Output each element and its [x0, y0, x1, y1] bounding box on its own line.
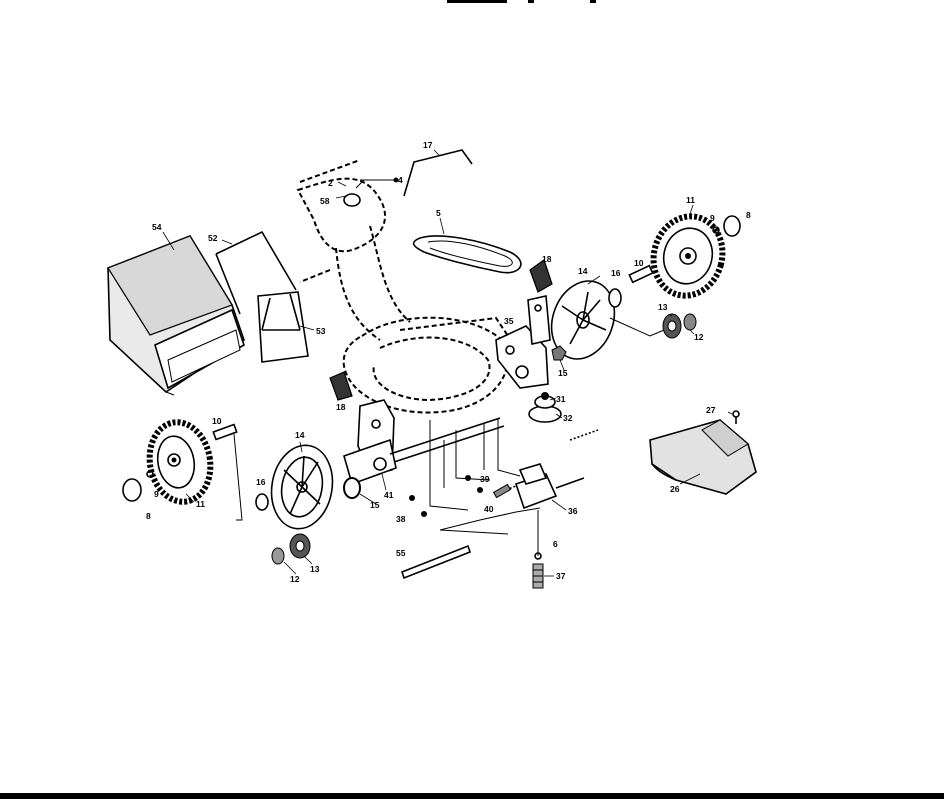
callout-8-left: 8	[146, 511, 151, 521]
washer-right	[608, 288, 622, 308]
pinion-gear-left	[271, 533, 311, 565]
callout-15-left: 15	[370, 500, 380, 510]
drive-grip-left	[329, 371, 353, 401]
callout-5: 5	[436, 208, 441, 218]
callout-55: 55	[396, 548, 406, 558]
callout-37: 37	[556, 571, 566, 581]
bag-handle	[215, 230, 297, 315]
callout-10-left: 10	[212, 416, 222, 426]
callout-41: 41	[384, 490, 394, 500]
callout-18-right: 18	[542, 254, 552, 264]
bottom-rule	[0, 793, 944, 799]
bag-frame	[257, 291, 309, 363]
callout-36: 36	[568, 506, 578, 516]
callout-26: 26	[670, 484, 680, 494]
control-lever	[343, 177, 399, 207]
rear-wheel-left	[146, 419, 214, 505]
top-edge-marks	[447, 0, 596, 3]
rear-wheel-right	[650, 213, 726, 299]
callout-9-left: 9	[154, 489, 159, 499]
callout-15-right: 15	[558, 368, 568, 378]
callout-52: 52	[208, 233, 218, 243]
callout-18-left: 18	[336, 402, 346, 412]
hub-cap-right	[723, 215, 741, 237]
callout-8-right: 8	[746, 210, 751, 220]
grass-catcher-bag	[107, 235, 245, 396]
callout-38: 38	[396, 514, 406, 524]
height-adjust-bolt	[532, 552, 544, 589]
rear-deflector	[649, 410, 757, 495]
callout-6: 6	[553, 539, 558, 549]
callout-labels: 17 2 4 58 5 54 52 53 18 11 9 8 14 16 10 …	[146, 140, 751, 584]
callout-14-left: 14	[295, 430, 305, 440]
hub-cap-ring-left	[146, 470, 154, 478]
hex-nut-right	[551, 345, 567, 361]
callout-13-left: 13	[310, 564, 320, 574]
small-hardware	[409, 475, 512, 517]
callout-16-right: 16	[611, 268, 621, 278]
callout-4: 4	[398, 175, 403, 185]
callout-54: 54	[152, 222, 162, 232]
mower-deck-outline	[296, 159, 509, 414]
callout-13-right: 13	[658, 302, 668, 312]
hub-cap-ring-right	[712, 226, 720, 234]
callout-16-left: 16	[256, 477, 266, 487]
callout-2: 2	[328, 178, 333, 188]
callout-58: 58	[320, 196, 330, 206]
pinion-gear-right	[609, 313, 697, 339]
callout-53: 53	[316, 326, 326, 336]
callout-35: 35	[504, 316, 514, 326]
callout-11-right: 11	[686, 195, 695, 205]
callout-12-left: 12	[290, 574, 300, 584]
callout-14-right: 14	[578, 266, 588, 276]
callout-31: 31	[556, 394, 566, 404]
leader-lines	[162, 149, 733, 577]
axle-bolt-left-leader	[233, 433, 243, 521]
callout-10-right: 10	[634, 258, 644, 268]
left-axle-bracket	[343, 399, 505, 486]
linkage-lines	[429, 418, 541, 556]
transmission-assembly	[505, 392, 599, 510]
axle-rod	[401, 544, 471, 580]
axle-bolt-right	[628, 264, 654, 284]
callout-12-right: 12	[694, 332, 704, 342]
hex-nut-left	[343, 477, 361, 499]
hub-cap-left	[122, 478, 142, 502]
transmission-bracket	[495, 295, 551, 389]
callout-11-left: 11	[196, 499, 205, 509]
callout-9-right: 9	[710, 213, 715, 223]
callout-40: 40	[484, 504, 494, 514]
callout-27: 27	[706, 405, 716, 415]
drive-wheel-gear-left	[270, 444, 334, 530]
washer-left	[255, 493, 269, 511]
axle-bolt-left	[212, 423, 238, 441]
callout-39: 39	[480, 474, 490, 484]
callout-32: 32	[563, 413, 573, 423]
callout-17: 17	[423, 140, 433, 150]
drive-belt	[412, 235, 522, 274]
drive-wheel-gear-right	[550, 280, 616, 360]
upper-handle	[403, 149, 473, 197]
drive-grip-right	[529, 259, 553, 293]
